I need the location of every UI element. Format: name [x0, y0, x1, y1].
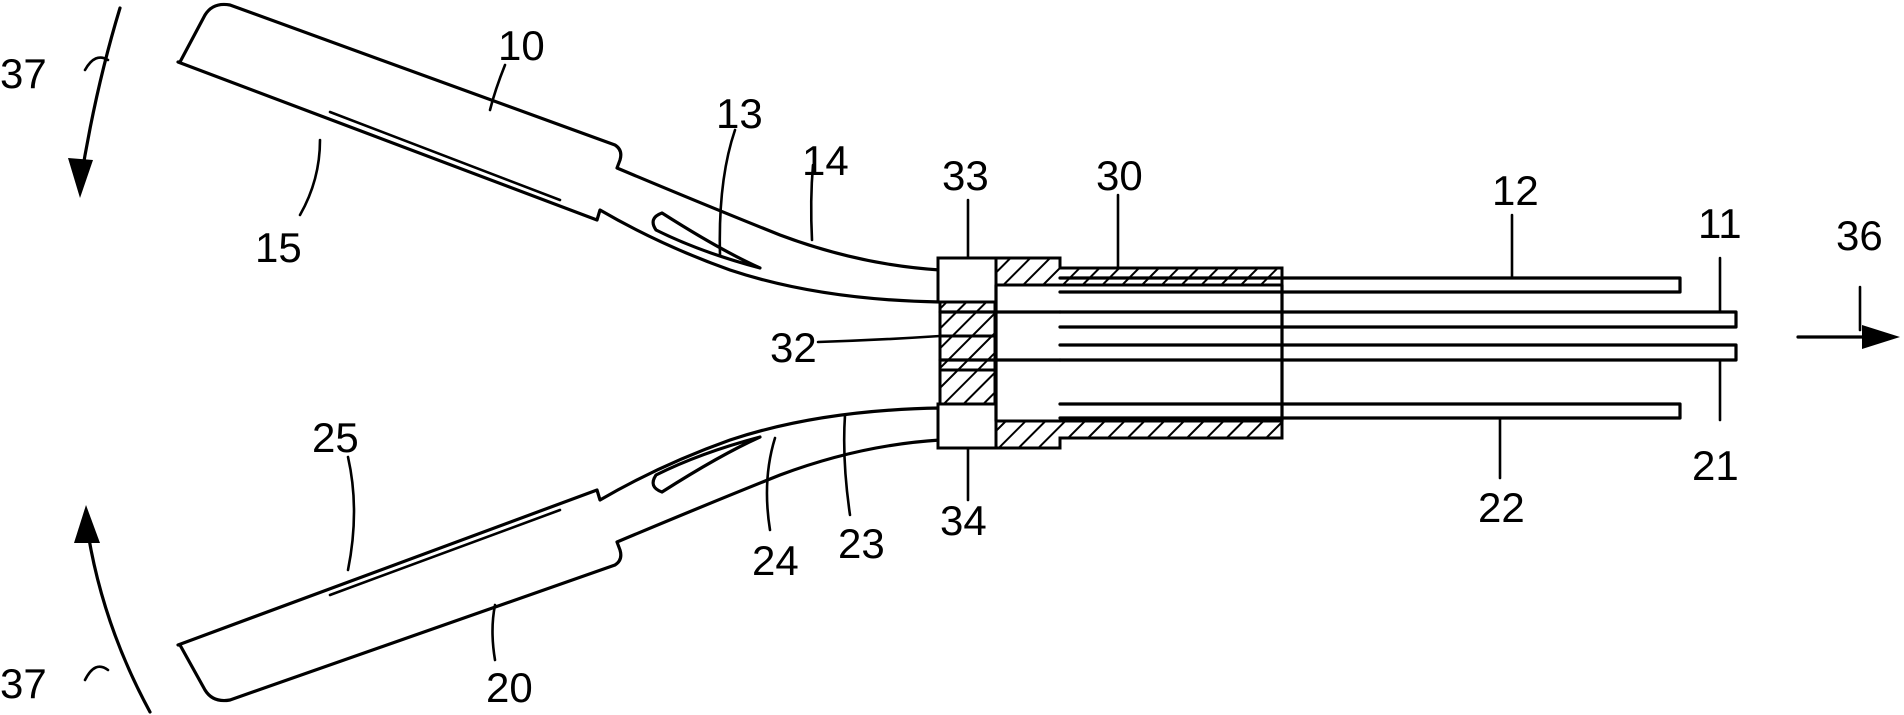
label-32: 32	[770, 324, 817, 371]
label-23: 23	[838, 520, 885, 567]
upper-handle-edge-line	[330, 112, 560, 200]
label-36: 36	[1836, 212, 1883, 259]
label-30: 30	[1096, 152, 1143, 199]
lower-handle-outline	[178, 408, 940, 701]
label-37-bottom: 37	[0, 660, 47, 707]
label-34: 34	[940, 497, 987, 544]
label-12: 12	[1492, 167, 1539, 214]
label-25: 25	[312, 414, 359, 461]
rotation-arrow-top	[68, 8, 120, 198]
lower-block	[938, 404, 996, 448]
label-37-top: 37	[0, 50, 47, 97]
label-15: 15	[255, 224, 302, 271]
label-21: 21	[1692, 442, 1739, 489]
label-14: 14	[802, 137, 849, 184]
label-11: 11	[1698, 200, 1742, 247]
label-24: 24	[752, 537, 799, 584]
label-22: 22	[1478, 484, 1525, 531]
label-10: 10	[498, 22, 545, 69]
label-20: 20	[486, 664, 533, 711]
lower-shaft	[1060, 404, 1680, 418]
lower-handle-edge-line	[330, 510, 560, 595]
sleeve	[996, 258, 1282, 448]
pull-arrow	[1798, 325, 1900, 349]
label-33: 33	[942, 152, 989, 199]
upper-tip	[1060, 312, 1736, 327]
upper-block	[938, 258, 996, 302]
center-blocks	[938, 258, 996, 448]
lower-tip	[1060, 345, 1736, 360]
label-13: 13	[716, 90, 763, 137]
